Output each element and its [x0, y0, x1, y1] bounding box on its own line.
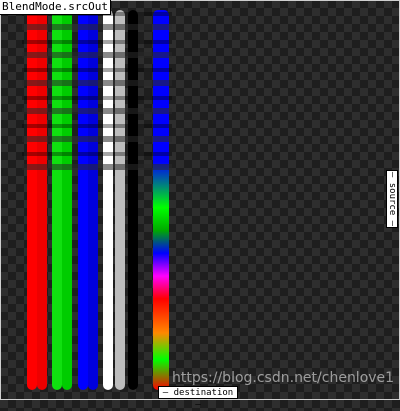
source-label: — source — [386, 170, 398, 228]
blue-bar-2 [88, 10, 98, 390]
black-bar [128, 10, 138, 390]
white-bar [103, 10, 113, 390]
source-label-text: — source — [387, 171, 397, 227]
red-bar [27, 10, 37, 390]
destination-label: — destination — [158, 386, 238, 410]
source-stripes [22, 12, 172, 156]
blend-mode-title: BlendMode.srcOut [0, 0, 111, 15]
light-gray-bar [115, 10, 125, 390]
green-bar-2 [62, 10, 72, 390]
blue-bar [78, 10, 88, 390]
rainbow-bar [153, 10, 169, 390]
red-bar-2 [37, 10, 47, 390]
green-bar [52, 10, 62, 390]
watermark: https://blog.csdn.net/chenlove1 [172, 370, 395, 386]
